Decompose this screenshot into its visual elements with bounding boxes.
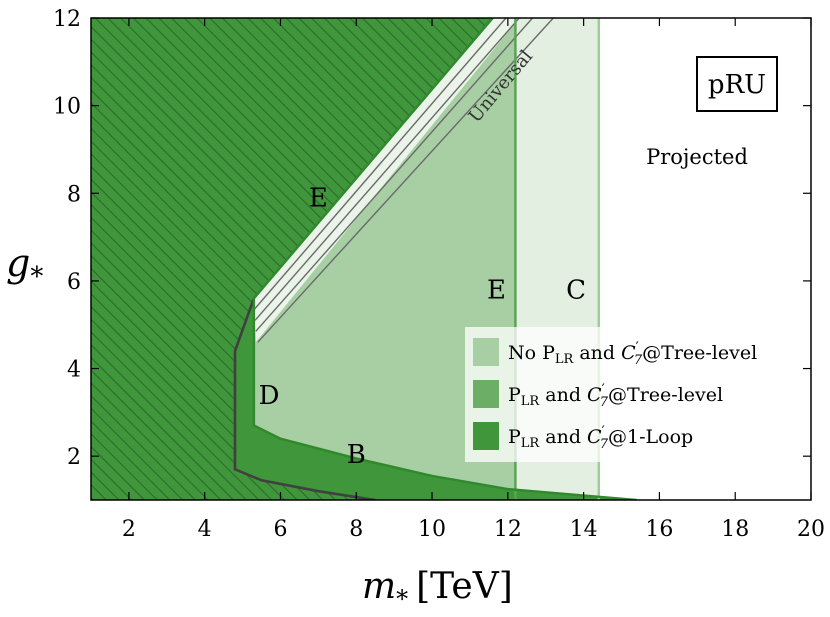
- legend-label: PLR and C′7@Tree-level: [508, 382, 723, 410]
- region-label-d: D: [259, 381, 280, 411]
- svg-text:m*[TeV]: m* [TeV]: [362, 566, 513, 613]
- legend-background: [465, 327, 757, 462]
- x-tick-label: 18: [721, 517, 749, 542]
- y-axis-symbol: g: [6, 241, 30, 285]
- x-tick-label: 10: [418, 517, 446, 542]
- y-axis-sub: *: [30, 262, 43, 292]
- x-tick-label: 12: [494, 517, 522, 542]
- universal-line: [253, 18, 507, 310]
- region-label-c: C: [566, 276, 586, 306]
- x-tick-label: 20: [797, 517, 825, 542]
- y-tick-label: 6: [67, 270, 81, 295]
- y-axis-ticks: 2 4 6 8 10 12: [53, 7, 811, 470]
- region-label-b: B: [347, 440, 366, 470]
- y-tick-label: 2: [67, 445, 81, 470]
- y-tick-label: 8: [67, 182, 81, 207]
- x-tick-label: 2: [122, 517, 136, 542]
- plot-frame: [90, 17, 812, 501]
- x-axis-sub: *: [396, 585, 408, 613]
- region-label-e: E: [487, 276, 506, 306]
- region-plr-tree-level: [235, 298, 637, 500]
- y-tick-label: 12: [53, 7, 81, 32]
- x-axis-symbol: m: [362, 566, 396, 607]
- tree-boundary-line: [252, 18, 637, 500]
- y-tick-label: 4: [67, 358, 81, 383]
- region-label-e: E: [309, 184, 328, 214]
- region-labels: E E C D B: [259, 184, 586, 470]
- x-tick-label: 8: [349, 517, 363, 542]
- x-tick-label: 16: [645, 517, 673, 542]
- universal-line: [254, 18, 520, 321]
- x-tick-label: 14: [570, 517, 598, 542]
- universal-line: [255, 18, 534, 332]
- y-axis-title: g*: [6, 241, 43, 292]
- x-tick-label: 6: [273, 517, 287, 542]
- region-no-plr-tree-level: [253, 18, 516, 489]
- projected-label: Projected: [646, 145, 748, 169]
- x-axis-ticks: 2 4 6 8 10 12 14 16 18 20: [122, 18, 825, 542]
- region-excluded-hatched: [91, 18, 493, 500]
- x-axis-unit: [TeV]: [416, 566, 513, 607]
- x-tick-label: 4: [198, 517, 212, 542]
- pru-label: pRU: [708, 70, 766, 100]
- universal-line: [257, 18, 554, 343]
- legend-label: PLR and C′7@1-Loop: [508, 424, 693, 452]
- legend-swatch: [473, 422, 499, 450]
- legend-swatch: [473, 380, 499, 408]
- y-tick-label: 10: [53, 95, 81, 120]
- svg-text:g*: g*: [6, 241, 43, 292]
- pru-box: pRU: [696, 56, 778, 112]
- universal-band: [253, 18, 520, 343]
- legend-label: No PLR and C′7@Tree-level: [508, 340, 757, 368]
- x-axis-title: m* [TeV]: [362, 566, 513, 613]
- legend-swatch: [473, 338, 499, 366]
- loop-boundary-line: [233, 297, 376, 500]
